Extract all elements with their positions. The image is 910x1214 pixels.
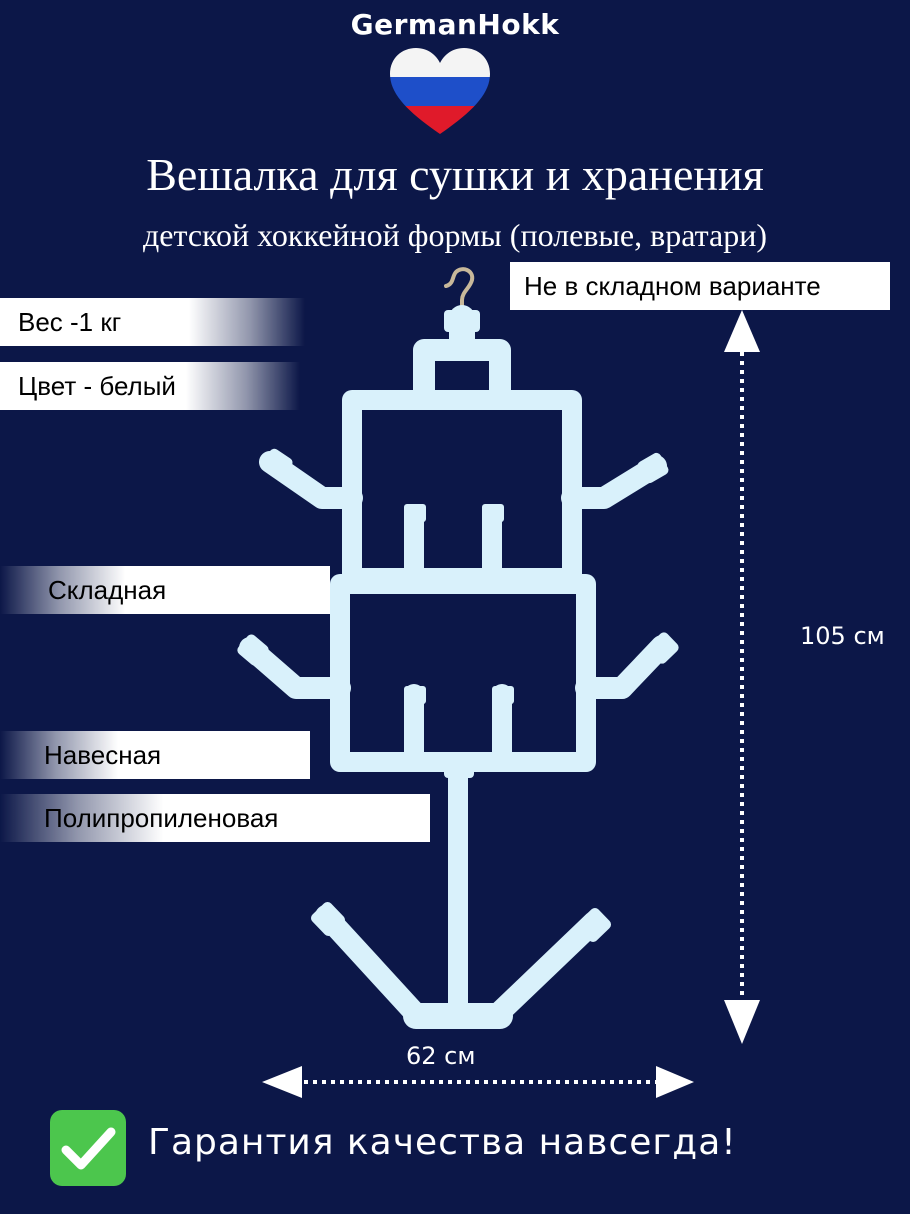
russian-flag-heart-icon	[390, 48, 490, 134]
height-dimension: 105 см	[800, 622, 885, 650]
page-subtitle: детской хоккейной формы (полевые, вратар…	[143, 217, 767, 253]
guarantee-text: Гарантия качества навсегда!	[148, 1122, 737, 1163]
weight-label: Вес -1 кг	[0, 298, 305, 346]
page-title: Вешалка для сушки и хранения	[146, 149, 764, 200]
height-arrow	[724, 310, 760, 1044]
folding-label: Складная	[0, 566, 330, 614]
width-arrow	[262, 1066, 694, 1098]
material-label: Полипропиленовая	[0, 794, 430, 842]
width-dimension: 62 см	[406, 1042, 476, 1070]
brand-logo: GermanHokk	[350, 8, 560, 41]
color-label: Цвет - белый	[0, 362, 300, 410]
not-folding-badge: Не в складном варианте	[510, 262, 890, 310]
green-check-icon	[50, 1110, 126, 1186]
hanging-label: Навесная	[0, 731, 310, 779]
